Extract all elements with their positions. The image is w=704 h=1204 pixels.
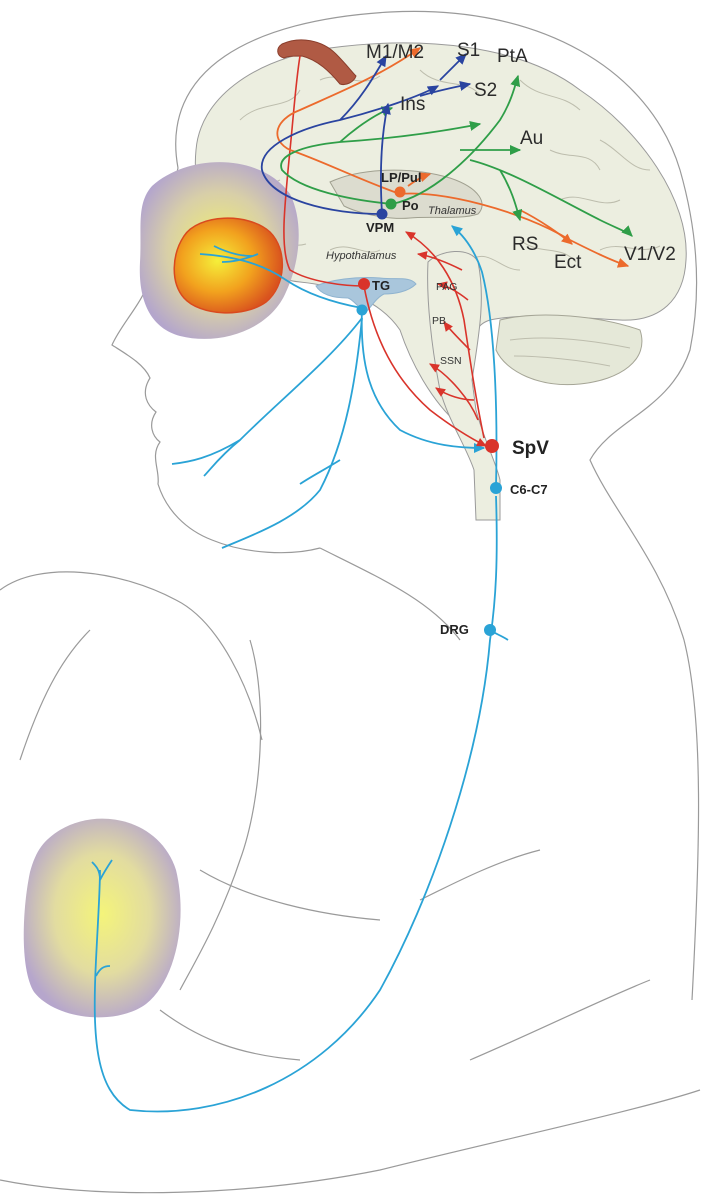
label-pb: PB [432, 315, 446, 327]
label-ssn: SSN [440, 355, 462, 367]
label-rs: RS [512, 234, 538, 255]
label-vpm: VPM [366, 220, 394, 235]
label-hypothalamus: Hypothalamus [326, 250, 397, 262]
label-au: Au [520, 128, 543, 149]
lppul-dot [395, 187, 406, 198]
label-s2: S2 [474, 80, 497, 101]
label-pta: PtA [497, 46, 528, 67]
label-ect: Ect [554, 252, 582, 273]
label-pag: PAG [436, 281, 457, 293]
referred-pain-area-icon [24, 819, 181, 1018]
label-drg: DRG [440, 622, 469, 637]
eye-pain-area [174, 218, 282, 313]
label-ins: Ins [400, 94, 425, 115]
label-c6c7: C6-C7 [510, 482, 548, 497]
tg-red-dot [358, 278, 370, 290]
label-spv: SpV [512, 438, 549, 459]
tg-blue-dot [357, 305, 368, 316]
c6c7-dot [490, 482, 502, 494]
spv-dot [485, 439, 499, 453]
label-s1: S1 [457, 40, 480, 61]
label-m1m2: M1/M2 [366, 42, 424, 63]
label-po: Po [402, 198, 419, 213]
vpm-dot [377, 209, 388, 220]
po-dot [386, 199, 397, 210]
drg-dot [484, 624, 496, 636]
label-tg: TG [372, 278, 390, 293]
label-lppul: LP/Pul [381, 170, 421, 185]
label-v1v2: V1/V2 [624, 244, 676, 265]
label-thalamus: Thalamus [428, 205, 477, 217]
